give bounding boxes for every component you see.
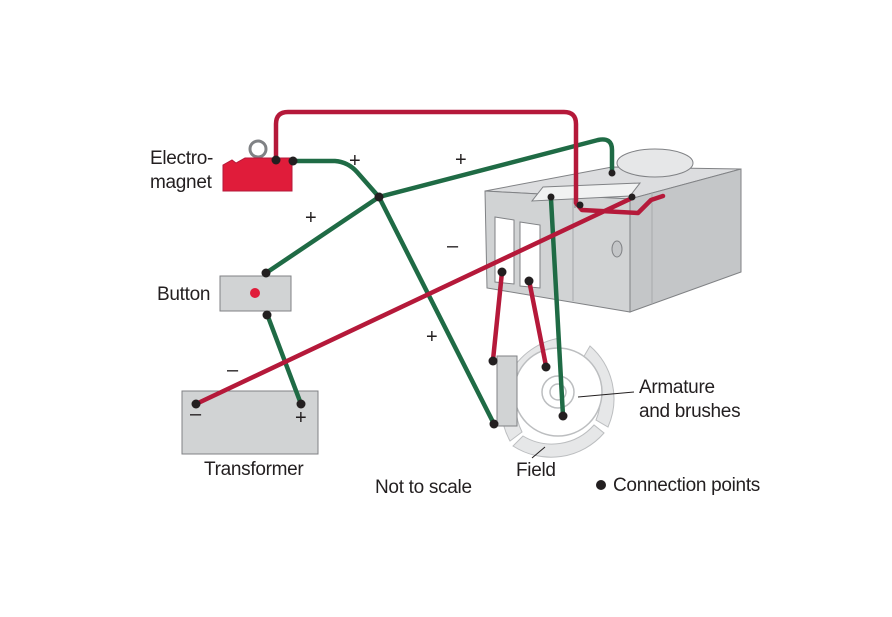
electromagnet (222, 139, 293, 192)
wire-electromagnet-to-junction (290, 158, 382, 200)
connection-point (374, 192, 384, 202)
housing-side (629, 168, 742, 313)
electromagnet-ring (248, 139, 268, 159)
field-leader-line (531, 446, 546, 459)
connection-point (262, 310, 272, 320)
connection-point (488, 356, 498, 366)
connection-point (296, 399, 306, 409)
wire-junction-to-button (263, 194, 382, 276)
negative-wires (193, 109, 666, 407)
connection-point (547, 193, 555, 201)
plus-sign-field-wire: + (426, 326, 438, 348)
button-component (219, 275, 292, 312)
housing-cylinder-top (616, 148, 694, 178)
plus-sign-housing: + (455, 149, 467, 171)
minus-sign-housing-wire: – (447, 235, 459, 257)
wire-electromagnet-to-housing (273, 109, 666, 216)
connection-point (524, 276, 534, 286)
field-magnet-bottom (512, 424, 605, 458)
wire-button-to-transformer (264, 311, 304, 407)
not-to-scale-label: Not to scale (375, 477, 472, 498)
field-and-armature (496, 337, 635, 459)
wire-junction-to-housing (376, 137, 615, 200)
plus-sign-electromagnet: + (349, 150, 361, 172)
wire-junction-to-field (376, 194, 497, 427)
connection-point (628, 193, 636, 201)
electromagnet-label-line2: magnet (150, 172, 212, 193)
minus-sign-transformer-terminal: – (190, 403, 202, 425)
minus-sign-transformer-wire: – (227, 359, 239, 381)
motor-housing (484, 148, 742, 313)
connection-point (271, 155, 281, 165)
armature-label-line1: Armature (639, 377, 715, 398)
wire-housing-to-field (490, 269, 505, 363)
connection-point (497, 267, 507, 277)
connection-points (191, 155, 636, 490)
button-label: Button (157, 284, 211, 305)
connection-point (261, 268, 271, 278)
connection-points-legend-label: Connection points (613, 475, 761, 496)
electromagnet-body (222, 157, 293, 192)
plus-sign-transformer-terminal: + (295, 407, 307, 429)
wire-housing-to-armature-neg (526, 277, 549, 369)
electromagnet-label-line1: Electro- (150, 148, 214, 169)
housing-hole (611, 240, 623, 258)
connection-point (489, 419, 499, 429)
button-red-dot (250, 288, 260, 298)
wire-transformer-to-housing (193, 196, 633, 407)
connection-point (576, 201, 584, 209)
connection-point (608, 169, 616, 177)
housing-window-right (519, 221, 541, 289)
legend-connection-dot (596, 480, 606, 490)
field-brush-block (496, 355, 518, 427)
armature-leader-line (577, 391, 635, 398)
connection-point (541, 362, 551, 372)
connection-point (288, 156, 298, 166)
connection-point (191, 399, 201, 409)
armature-label-line2: and brushes (639, 401, 741, 422)
connection-point (558, 411, 568, 421)
transformer-label: Transformer (204, 459, 304, 480)
plus-sign-button: + (305, 207, 317, 229)
field-label: Field (516, 460, 556, 481)
